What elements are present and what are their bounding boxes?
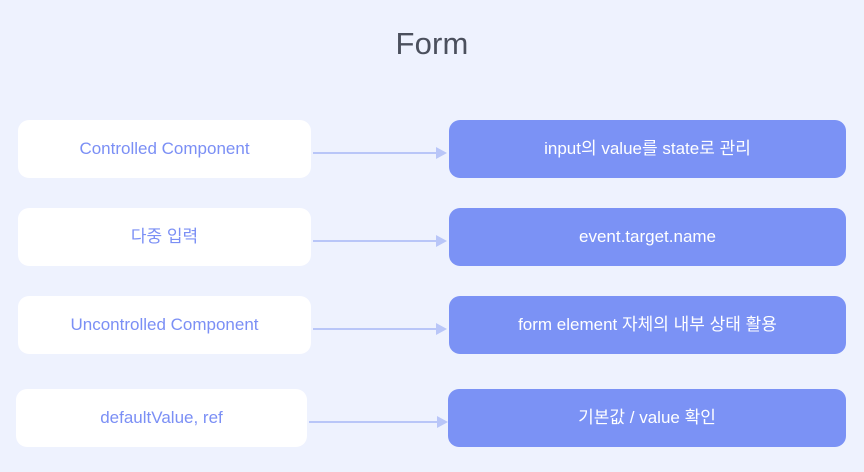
arrow-right-icon xyxy=(313,323,447,335)
concept-row: 다중 입력 event.target.name xyxy=(0,208,864,268)
page-title: Form xyxy=(395,26,469,61)
arrow-head xyxy=(436,323,447,335)
arrow-right-icon xyxy=(313,235,447,247)
concept-description-card[interactable]: 기본값 / value 확인 xyxy=(448,389,846,447)
concept-term-card[interactable]: defaultValue, ref xyxy=(16,389,307,447)
arrow-line xyxy=(313,152,437,154)
concept-row: Uncontrolled Component form element 자체의 … xyxy=(0,296,864,356)
concept-term-card[interactable]: Controlled Component xyxy=(18,120,311,178)
concept-description-card[interactable]: form element 자체의 내부 상태 활용 xyxy=(449,296,846,354)
arrow-line xyxy=(313,328,437,330)
arrow-right-icon xyxy=(309,416,448,428)
arrow-line xyxy=(309,421,438,423)
arrow-head xyxy=(436,147,447,159)
arrow-right-icon xyxy=(313,147,447,159)
concept-term-card[interactable]: 다중 입력 xyxy=(18,208,311,266)
concept-description-card[interactable]: input의 value를 state로 관리 xyxy=(449,120,846,178)
concept-term-card[interactable]: Uncontrolled Component xyxy=(18,296,311,354)
concept-description-card[interactable]: event.target.name xyxy=(449,208,846,266)
concept-row: Controlled Component input의 value를 state… xyxy=(0,120,864,180)
arrow-head xyxy=(436,235,447,247)
concept-row: defaultValue, ref 기본값 / value 확인 xyxy=(0,389,864,449)
arrow-line xyxy=(313,240,437,242)
arrow-head xyxy=(437,416,448,428)
